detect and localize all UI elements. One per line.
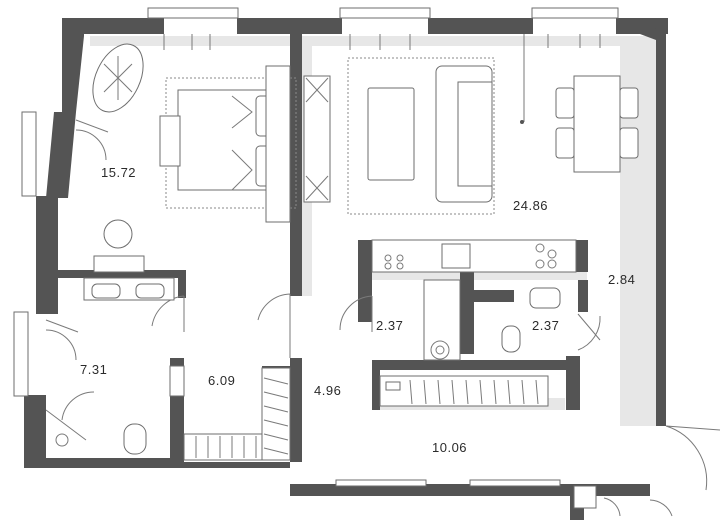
area-bath: 7.31	[80, 362, 107, 377]
area-corridor: 4.96	[314, 383, 341, 398]
kitchen-furniture	[371, 239, 577, 273]
bedroom-furniture	[92, 43, 297, 273]
area-storage: 2.84	[608, 272, 635, 287]
area-bedroom: 15.72	[101, 165, 136, 180]
area-laundry: 2.37	[376, 318, 403, 333]
area-wc: 2.37	[532, 318, 559, 333]
laundry-wc	[423, 279, 597, 509]
door-swings	[45, 34, 721, 517]
area-labels: 15.72 24.86 7.31 6.09 4.96 10.06 2.37 2.…	[80, 165, 635, 455]
windows	[13, 7, 619, 487]
area-entrance: 10.06	[432, 440, 467, 455]
area-hall: 6.09	[208, 373, 235, 388]
area-living: 24.86	[513, 198, 548, 213]
wardrobes	[183, 367, 549, 461]
bath-furniture	[55, 277, 185, 455]
living-furniture	[303, 34, 639, 215]
walls	[24, 18, 668, 520]
